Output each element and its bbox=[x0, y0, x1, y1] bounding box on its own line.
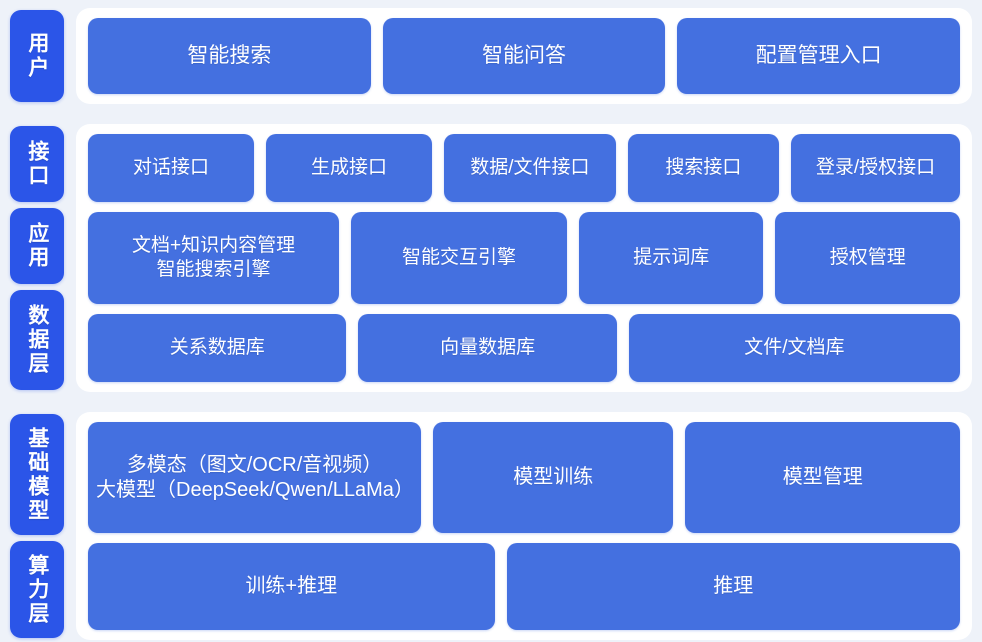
box-authorization-management[interactable]: 授权管理 bbox=[775, 212, 960, 304]
band-infrastructure: 基础模型 算力层 多模态（图文/OCR/音视频） 大模型（DeepSeek/Qw… bbox=[10, 412, 972, 640]
row-foundation-model: 多模态（图文/OCR/音视频） 大模型（DeepSeek/Qwen/LLaMa）… bbox=[88, 422, 960, 534]
rail-pill-label: 算力层 bbox=[25, 553, 49, 626]
box-file-document-store[interactable]: 文件/文档库 bbox=[628, 313, 960, 382]
band-middle: 接口 应用 数据层 对话接口 生成接口 数据/文件接口 搜索接口 登录/授权接口… bbox=[10, 124, 972, 392]
rail-pill-data-layer[interactable]: 数据层 bbox=[10, 290, 64, 390]
panel-middle: 对话接口 生成接口 数据/文件接口 搜索接口 登录/授权接口 文档+知识内容管理… bbox=[76, 124, 972, 392]
box-login-auth-api[interactable]: 登录/授权接口 bbox=[791, 134, 960, 203]
box-search-api[interactable]: 搜索接口 bbox=[627, 134, 780, 203]
box-intelligent-search[interactable]: 智能搜索 bbox=[88, 18, 371, 94]
rail-pill-label: 用户 bbox=[25, 32, 49, 80]
rail-middle: 接口 应用 数据层 bbox=[10, 124, 64, 392]
rail-pill-interface[interactable]: 接口 bbox=[10, 126, 64, 202]
rail-pill-compute-layer[interactable]: 算力层 bbox=[10, 541, 64, 638]
box-vector-database[interactable]: 向量数据库 bbox=[358, 313, 617, 382]
rail-pill-foundation-model[interactable]: 基础模型 bbox=[10, 414, 64, 535]
panel-infrastructure: 多模态（图文/OCR/音视频） 大模型（DeepSeek/Qwen/LLaMa）… bbox=[76, 412, 972, 640]
band-user: 用户 智能搜索 智能问答 配置管理入口 bbox=[10, 8, 972, 104]
rail-user: 用户 bbox=[10, 8, 64, 104]
box-prompt-library[interactable]: 提示词库 bbox=[578, 212, 764, 304]
rail-pill-user[interactable]: 用户 bbox=[10, 10, 64, 102]
row-application: 文档+知识内容管理 智能搜索引擎 智能交互引擎 提示词库 授权管理 bbox=[88, 212, 960, 304]
rail-pill-label: 应用 bbox=[25, 222, 49, 270]
rail-infrastructure: 基础模型 算力层 bbox=[10, 412, 64, 640]
box-relational-database[interactable]: 关系数据库 bbox=[88, 313, 347, 382]
row-compute-layer: 训练+推理 推理 bbox=[88, 543, 960, 630]
rail-pill-label: 基础模型 bbox=[25, 426, 49, 523]
box-inference[interactable]: 推理 bbox=[506, 543, 960, 630]
box-model-management[interactable]: 模型管理 bbox=[685, 422, 960, 534]
box-dialog-api[interactable]: 对话接口 bbox=[88, 134, 254, 203]
box-config-management-entry[interactable]: 配置管理入口 bbox=[677, 18, 961, 94]
box-generation-api[interactable]: 生成接口 bbox=[265, 134, 432, 203]
rail-pill-application[interactable]: 应用 bbox=[10, 208, 64, 284]
row-interface: 对话接口 生成接口 数据/文件接口 搜索接口 登录/授权接口 bbox=[88, 134, 960, 203]
box-model-training[interactable]: 模型训练 bbox=[433, 422, 674, 534]
box-doc-knowledge-management[interactable]: 文档+知识内容管理 智能搜索引擎 bbox=[88, 212, 340, 304]
row-data-layer: 关系数据库 向量数据库 文件/文档库 bbox=[88, 313, 960, 382]
rail-pill-label: 数据层 bbox=[25, 304, 49, 376]
box-intelligent-interaction-engine[interactable]: 智能交互引擎 bbox=[351, 212, 567, 304]
box-training-plus-inference[interactable]: 训练+推理 bbox=[88, 543, 495, 630]
box-data-file-api[interactable]: 数据/文件接口 bbox=[443, 134, 616, 203]
box-multimodal-large-model[interactable]: 多模态（图文/OCR/音视频） 大模型（DeepSeek/Qwen/LLaMa） bbox=[88, 422, 422, 534]
row-user-1: 智能搜索 智能问答 配置管理入口 bbox=[88, 18, 961, 94]
panel-user: 智能搜索 智能问答 配置管理入口 bbox=[76, 8, 972, 104]
rail-pill-label: 接口 bbox=[25, 140, 49, 188]
box-intelligent-qa[interactable]: 智能问答 bbox=[382, 18, 666, 94]
